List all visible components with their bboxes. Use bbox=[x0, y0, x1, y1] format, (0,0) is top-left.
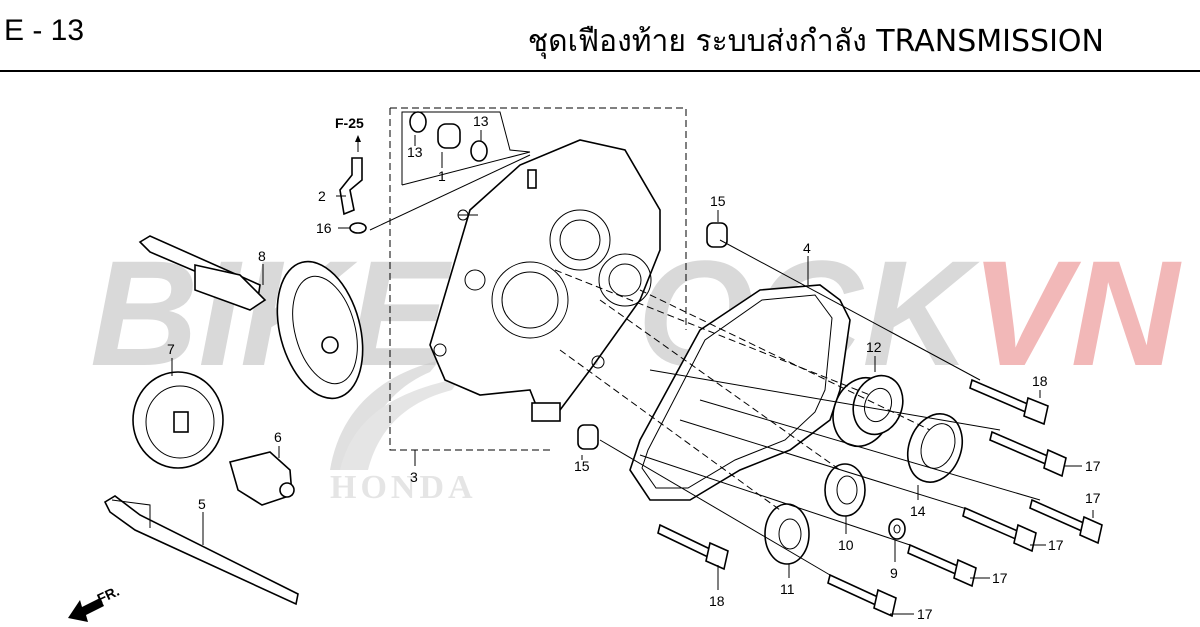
subassembly-box-1 bbox=[401, 111, 531, 186]
callout-17-c: 17 bbox=[1048, 537, 1064, 553]
callout-18-bottom: 18 bbox=[709, 593, 725, 609]
bearing-10 bbox=[824, 463, 866, 517]
callout-17-b: 17 bbox=[1085, 490, 1101, 506]
callout-13-left: 13 bbox=[407, 144, 423, 160]
callout-15-bottom: 15 bbox=[574, 458, 590, 474]
seal-13-right bbox=[470, 140, 488, 162]
callout-4: 4 bbox=[803, 240, 811, 256]
exploded-parts-diagram: BIKESTOCKVN HONDA bbox=[68, 107, 1182, 622]
callout-12: 12 bbox=[866, 339, 882, 355]
assembly-bracket-3 bbox=[389, 107, 687, 451]
callout-18-top: 18 bbox=[1032, 373, 1048, 389]
callout-8: 8 bbox=[258, 248, 266, 264]
dowel-pin-15-top bbox=[706, 222, 728, 248]
callout-1: 1 bbox=[438, 168, 446, 184]
hose-clip-16 bbox=[349, 222, 367, 234]
projection-lines bbox=[369, 154, 1041, 576]
reference-f25: F-25 bbox=[335, 115, 364, 131]
washer-9 bbox=[888, 518, 906, 540]
transmission-case bbox=[429, 139, 661, 422]
callout-11: 11 bbox=[780, 581, 795, 597]
callout-14: 14 bbox=[910, 503, 926, 519]
front-direction-label: FR. bbox=[95, 583, 122, 607]
callout-9: 9 bbox=[890, 565, 898, 581]
callout-2: 2 bbox=[318, 188, 326, 204]
callout-7: 7 bbox=[167, 341, 175, 357]
callout-3: 3 bbox=[410, 469, 418, 485]
collar-1 bbox=[437, 123, 461, 149]
leader-lines bbox=[171, 130, 1094, 615]
callout-17-e: 17 bbox=[917, 606, 933, 622]
callout-17-d: 17 bbox=[992, 570, 1008, 586]
page-header: E - 13 ชุดเฟืองท้าย ระบบส่งกำลัง TRANSMI… bbox=[0, 0, 1200, 72]
breather-hose-2 bbox=[339, 157, 363, 216]
callout-15-top: 15 bbox=[710, 193, 726, 209]
gear-6 bbox=[229, 451, 295, 506]
seal-13-left bbox=[409, 111, 427, 133]
page-title: ชุดเฟืองท้าย ระบบส่งกำลัง TRANSMISSION bbox=[527, 24, 1104, 59]
callout-5: 5 bbox=[198, 496, 206, 512]
page-code: E - 13 bbox=[4, 14, 85, 47]
callout-13-right: 13 bbox=[473, 113, 489, 129]
callout-6: 6 bbox=[274, 429, 282, 445]
callout-17-a: 17 bbox=[1085, 458, 1101, 474]
honda-wing-logo-icon: HONDA bbox=[330, 360, 477, 506]
callout-10: 10 bbox=[838, 537, 854, 553]
flange-bolts bbox=[657, 378, 1103, 618]
dowel-pin-15-bottom bbox=[577, 424, 599, 450]
callout-labels: 13 1 13 2 16 15 4 8 7 6 5 3 15 12 14 10 … bbox=[167, 113, 1101, 622]
honda-logo-text: HONDA bbox=[330, 469, 477, 506]
callout-16: 16 bbox=[316, 220, 332, 236]
bearing-11 bbox=[764, 503, 810, 565]
front-direction-arrow-icon: FR. bbox=[68, 583, 122, 622]
drive-shaft-5 bbox=[103, 495, 299, 606]
countershaft-gear-8 bbox=[138, 235, 364, 400]
gear-7 bbox=[132, 371, 224, 469]
